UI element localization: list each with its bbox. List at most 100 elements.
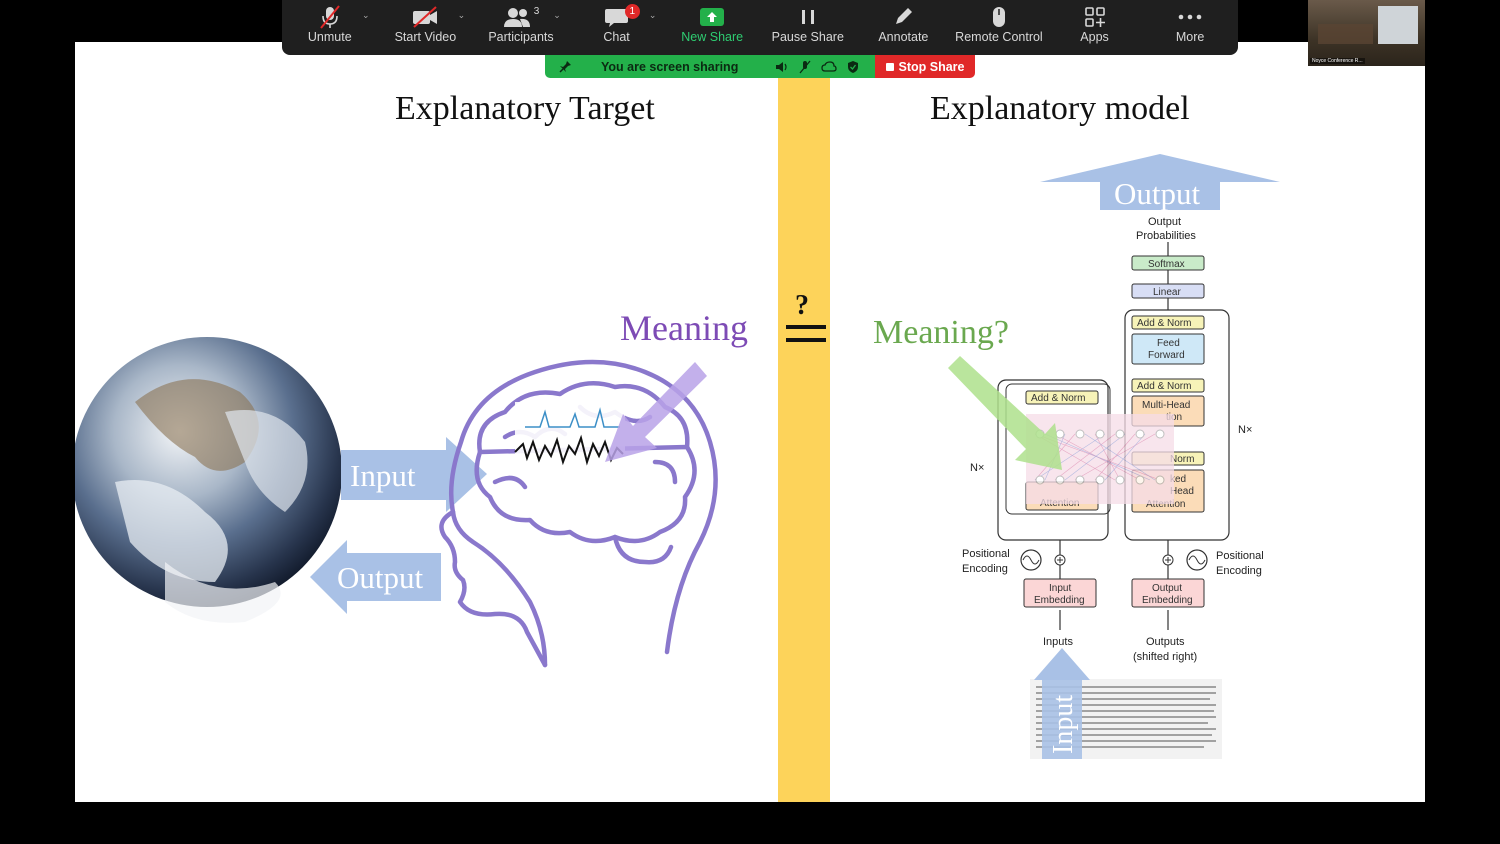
outputs-label-1: Outputs [1146,636,1185,648]
svg-text:Head: Head [1170,486,1194,497]
stop-share-button[interactable]: Stop Share [875,55,975,78]
annotate-button[interactable]: Annotate [856,0,952,55]
participants-label: Participants [488,30,554,44]
svg-text:Embedding: Embedding [1034,595,1085,606]
pos-enc-right-1: Positional [1216,550,1264,562]
svg-text:Forward: Forward [1148,350,1185,361]
svg-text:tion: tion [1166,412,1182,423]
svg-text:ked: ked [1170,474,1186,485]
neural-waveform-image [514,402,625,472]
more-button[interactable]: More [1142,0,1238,55]
cloud-icon[interactable] [821,60,837,74]
svg-text:Add & Norm: Add & Norm [1137,318,1191,329]
pos-enc-left-1: Positional [962,548,1010,560]
chat-label: Chat [603,30,630,44]
explanatory-target-graphic: Input Output [75,308,748,668]
chevron-down-icon[interactable]: ⌄ [362,10,370,20]
screen-sharing-status-text: You are screen sharing [601,59,739,74]
meaning-label-left: Meaning [620,308,748,348]
unmute-label: Unmute [307,30,352,44]
model-input-arrow [1034,648,1090,759]
inputs-label: Inputs [1043,636,1073,648]
new-share-label: New Share [681,30,744,44]
screen-sharing-status-bar[interactable]: You are screen sharing [545,55,875,78]
svg-text:Input: Input [1049,583,1071,594]
pause-share-label: Pause Share [771,30,844,44]
participants-icon [503,8,530,27]
mouse-icon [992,7,1005,27]
equals-bar-top [786,325,826,329]
right-slide-title: Explanatory model [930,90,1190,127]
more-dots-icon [1178,14,1202,20]
equals-bar-bottom [786,338,826,342]
input-embedding-block [1023,578,1097,608]
stop-share-label: Stop Share [898,59,965,74]
room-audience [1318,24,1373,44]
chevron-down-icon[interactable]: ⌄ [553,10,561,20]
model-input-label: Input [1048,695,1079,754]
unmute-button[interactable]: ⌄ Unmute [282,0,378,55]
presentation-slide: Explanatory Target Explanatory model ? [75,42,1425,802]
annotate-label: Annotate [878,30,929,44]
feed-forward-block [1131,333,1205,365]
pause-share-button[interactable]: Pause Share [760,0,856,55]
encoder-nx-label: N× [970,462,984,474]
more-label: More [1175,30,1205,44]
speaker-icon[interactable] [774,60,788,74]
output-embedding-block [1131,578,1205,608]
svg-text:Add & Norm: Add & Norm [1137,381,1191,392]
svg-text:Output: Output [1152,583,1182,594]
chat-button[interactable]: 1 ⌄ Chat [569,0,665,55]
svg-text:Feed: Feed [1157,338,1180,349]
question-mark: ? [795,290,809,321]
decoder-nx-label: N× [1238,424,1252,436]
remote-control-label: Remote Control [955,30,1043,44]
start-video-label: Start Video [394,30,457,44]
model-output-label: Output [1114,176,1201,211]
chat-notification-badge: 1 [624,4,640,19]
model-output-arrow [1040,154,1280,210]
pin-icon[interactable] [557,59,573,75]
yellow-divider [778,42,830,802]
pos-enc-left-2: Encoding [962,563,1008,575]
muted-microphone-small-icon[interactable] [798,60,812,74]
apps-label: Apps [1080,30,1109,44]
participant-video-thumbnail[interactable]: Noyce Conference R... [1308,0,1425,66]
chat-bubble-icon [604,9,628,27]
chevron-down-icon[interactable]: ⌄ [648,10,657,20]
apps-icon [1084,7,1105,27]
left-slide-title: Explanatory Target [395,90,655,127]
pos-enc-right-2: Encoding [1216,565,1262,577]
new-share-button[interactable]: New Share [664,0,760,55]
share-screen-icon [700,8,725,26]
video-off-icon [413,6,438,28]
room-screen [1378,6,1418,44]
pause-icon [801,10,814,24]
chevron-down-icon[interactable]: ⌄ [457,10,466,20]
start-video-button[interactable]: ⌄ Start Video [378,0,474,55]
output-probabilities-line2: Probabilities [1136,230,1196,242]
output-arrow [310,540,441,614]
svg-text:Embedding: Embedding [1142,595,1193,606]
output-arrow-label: Output [337,560,424,595]
svg-text:Norm: Norm [1170,454,1194,465]
stop-square-icon [885,62,894,71]
svg-text:Add & Norm: Add & Norm [1031,393,1085,404]
explanatory-model-graphic: Output Output Probabilities Softmax Line… [873,154,1280,759]
output-probabilities-line1: Output [1148,216,1181,228]
meeting-toolbar: ⌄ Unmute ⌄ Start Video 3 ⌄ Participants [282,0,1238,55]
input-arrow-label: Input [350,458,416,493]
svg-text:Multi-Head: Multi-Head [1142,400,1190,411]
svg-text:Attention: Attention [1146,499,1185,510]
softmax-label: Softmax [1148,259,1185,270]
meaning-label-right: Meaning? [873,314,1009,351]
linear-label: Linear [1153,287,1181,298]
pencil-icon [896,8,913,24]
outputs-label-2: (shifted right) [1133,651,1197,663]
meaning-arrow-purple [605,362,707,462]
security-shield-icon[interactable] [846,60,860,74]
remote-control-button[interactable]: Remote Control [951,0,1047,55]
apps-button[interactable]: Apps [1047,0,1143,55]
participants-button[interactable]: 3 ⌄ Participants [473,0,569,55]
participants-count: 3 [533,5,540,17]
